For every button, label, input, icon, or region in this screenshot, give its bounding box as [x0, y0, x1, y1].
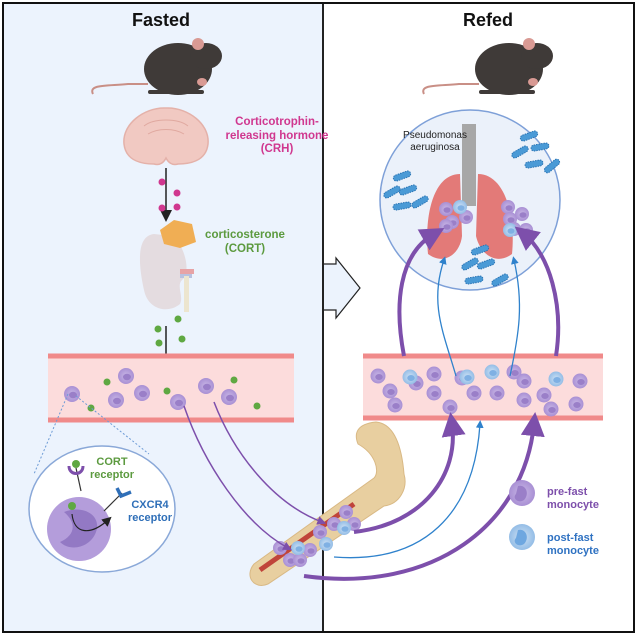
panel-title-fasted: Fasted: [132, 10, 191, 30]
pre-fast-monocyte: [118, 368, 134, 384]
pre-fast-monocyte: [536, 387, 552, 403]
cort-label: corticosterone (CORT): [205, 229, 285, 255]
pseudomonas-bacteria: [383, 130, 561, 287]
pre-fast-monocyte: [339, 505, 353, 519]
zoom-line-left: [33, 393, 69, 475]
pre-fast-monocyte: [108, 392, 124, 408]
panel-divider: [322, 4, 324, 631]
kidney-adrenal-icon: [139, 220, 196, 312]
pre-fast-monocyte: [283, 553, 297, 567]
monocytes-bone-marrow: [273, 505, 361, 567]
pre-fast-monocyte: [370, 368, 386, 384]
post-fast-monocyte: [453, 200, 467, 214]
migration-arrow-blue-right: [509, 256, 521, 377]
cort-receptor-label: CORT receptor: [89, 456, 135, 481]
bacterium-icon: [476, 258, 496, 270]
pre-fast-monocyte: [439, 202, 453, 216]
bacterium-icon: [470, 244, 490, 256]
egress-arrow-purple-2: [303, 412, 545, 581]
post-fast-monocyte: [548, 371, 564, 387]
post-fast-monocyte: [484, 364, 500, 380]
bacterium-icon: [511, 145, 529, 159]
bacterium-icon: [392, 201, 412, 211]
pre-fast-monocyte: [293, 553, 307, 567]
pre-fast-monocyte: [64, 386, 80, 402]
pre-fast-monocyte: [543, 401, 559, 417]
bacterium-icon: [398, 184, 418, 196]
post-fast-monocyte: [337, 521, 351, 535]
transition-arrow-icon: [324, 256, 361, 320]
bacterium-icon: [464, 275, 484, 285]
legend-pre-fast-icon: [509, 480, 535, 506]
homing-arrow-1: [183, 405, 292, 551]
legend-pre-fast-label: pre-fast monocyte: [547, 486, 599, 511]
legend-post-fast-label: post-fast monocyte: [547, 532, 599, 557]
pre-fast-monocyte: [221, 389, 237, 405]
femur-bone-icon: [249, 421, 406, 586]
egress-arrow-purple-1: [353, 412, 466, 534]
pre-fast-monocyte: [489, 385, 505, 401]
bacterium-icon: [461, 257, 479, 271]
diagram-scene: [28, 38, 603, 586]
zoom-line-right: [75, 395, 150, 455]
pre-fast-monocyte: [515, 207, 529, 221]
bacterium-icon: [491, 273, 509, 287]
legend-post-fast-icon: [509, 524, 535, 550]
crh-label: Corticotrophin-releasing hormone (CRH): [225, 116, 329, 156]
post-fast-monocyte: [503, 223, 517, 237]
pre-fast-monocyte: [572, 373, 588, 389]
bacterium-icon: [411, 195, 429, 209]
bacterium-icon: [543, 158, 561, 174]
cort-molecules: [154, 315, 186, 347]
bacterium-icon: [524, 159, 544, 169]
pre-fast-monocyte: [466, 385, 482, 401]
migration-arrow-purple-left: [397, 228, 445, 357]
pre-fast-monocyte: [516, 373, 532, 389]
post-fast-monocyte: [459, 369, 475, 385]
blood-vessel-fasted: [48, 353, 294, 423]
pre-fast-monocyte: [170, 394, 186, 410]
mouse-refed-icon: [422, 38, 553, 95]
pre-fast-monocyte: [426, 385, 442, 401]
post-fast-monocyte: [319, 537, 333, 551]
pre-fast-monocyte: [426, 366, 442, 382]
post-fast-monocyte: [291, 541, 305, 555]
bacterium-icon: [392, 170, 412, 182]
mouse-fasted-icon: [91, 38, 222, 95]
brain-section-icon: [123, 107, 209, 166]
post-fast-monocyte: [402, 369, 418, 385]
egress-arrow-blue: [333, 420, 484, 559]
monocytes-fasted-vessel: [64, 368, 237, 410]
cxcr4-receptor-label: CXCR4 receptor: [127, 499, 173, 524]
migration-arrow-blue-left: [437, 256, 457, 377]
migration-arrow-purple-right: [514, 226, 561, 357]
pre-fast-monocyte: [198, 378, 214, 394]
figure-frame: Fasted Refed Corticotrophin-releasing ho…: [2, 2, 635, 633]
pre-fast-monocyte: [387, 397, 403, 413]
pre-fast-monocyte: [382, 383, 398, 399]
pre-fast-monocyte: [313, 525, 327, 539]
crh-molecules: [158, 178, 181, 212]
pathogen-label: Pseudomonas aeruginosa: [403, 130, 467, 153]
monocyte-zoom-inset: [28, 445, 176, 573]
pre-fast-monocyte: [303, 543, 317, 557]
homing-arrow-2: [213, 401, 327, 525]
pre-fast-monocyte: [568, 396, 584, 412]
bacterium-icon: [519, 130, 539, 142]
pre-fast-monocyte: [439, 219, 453, 233]
pre-fast-monocyte: [516, 392, 532, 408]
panel-title-refed: Refed: [463, 10, 514, 30]
bacterium-icon: [530, 142, 550, 152]
pre-fast-monocyte: [442, 399, 458, 415]
pre-fast-monocyte: [134, 385, 150, 401]
pre-fast-monocyte: [501, 200, 515, 214]
bacterium-icon: [383, 185, 401, 199]
